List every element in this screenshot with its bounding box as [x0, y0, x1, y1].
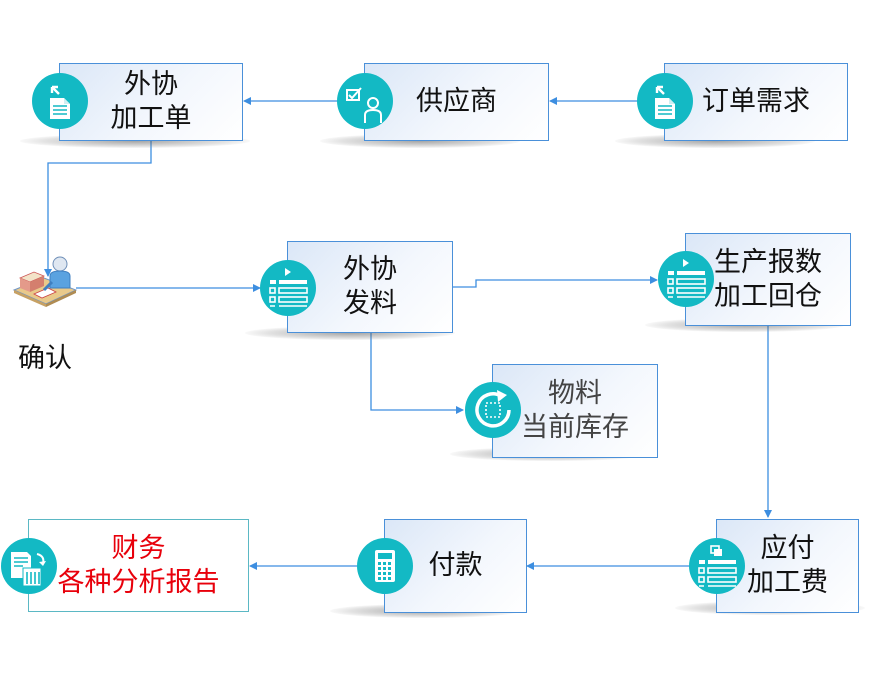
node-outsource-issue[interactable]: 外协 发料 [287, 241, 453, 333]
list-form-icon [260, 260, 316, 316]
node-text: 加工单 [110, 103, 192, 134]
node-text: 生产报数 [714, 246, 822, 278]
node-text: 财务 [111, 532, 166, 564]
edge-outsource-order-to-confirm [44, 141, 152, 277]
document-arrow-icon [637, 73, 693, 129]
node-text: 外协 [343, 254, 397, 285]
node-order-demand[interactable]: 订单需求 [664, 63, 848, 141]
supplier-check-icon [337, 73, 393, 129]
list-form-icon [658, 251, 714, 307]
node-text: 应付 [760, 533, 815, 564]
node-text: 各种分析报告 [57, 566, 220, 598]
node-supplier[interactable]: 供应商 [364, 63, 549, 141]
node-text: 发料 [343, 288, 397, 319]
node-text: 当前库存 [521, 412, 629, 443]
node-finance-reports[interactable]: 财务 各种分析报告 [28, 519, 249, 612]
document-arrow-icon [32, 73, 88, 129]
worker-desk-icon [10, 252, 80, 314]
node-text: 外协 [124, 69, 178, 100]
node-outsource-order[interactable]: 外协 加工单 [59, 63, 243, 141]
node-text: 供应商 [416, 86, 497, 117]
node-text: 物料 [548, 378, 602, 409]
list-copy-icon [689, 538, 745, 594]
refresh-box-icon [465, 382, 521, 438]
edge-issue-to-production-report [453, 276, 658, 288]
node-text: 加工回仓 [714, 280, 822, 312]
node-text: 付款 [428, 550, 483, 581]
node-text: 订单需求 [702, 86, 810, 117]
report-chart-icon [1, 538, 57, 594]
confirm-label: 确认 [18, 343, 72, 374]
edge-issue-to-material-stock [370, 333, 464, 414]
node-text: 加工费 [747, 567, 828, 598]
calculator-icon [357, 538, 413, 594]
